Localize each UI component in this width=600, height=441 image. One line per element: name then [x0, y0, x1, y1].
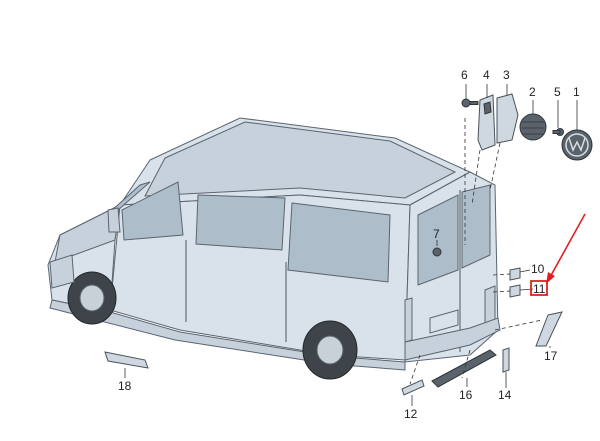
highlight-box	[530, 280, 548, 296]
part-7-screw	[432, 247, 442, 257]
van-illustration	[47, 117, 501, 380]
red-arrow	[546, 213, 586, 284]
part-11-pad	[509, 284, 521, 298]
callout-6: 6	[461, 68, 468, 82]
part-5-screw	[552, 128, 564, 136]
callout-17: 17	[544, 349, 558, 363]
part-1-emblem	[561, 129, 593, 161]
part-6-screw	[461, 98, 479, 108]
part-3-housing	[496, 93, 519, 144]
callout-12: 12	[404, 407, 418, 421]
callout-18: 18	[118, 379, 132, 393]
part-18-sill-plate	[104, 351, 149, 369]
callout-16: 16	[459, 388, 473, 402]
part-10-pad	[509, 267, 521, 281]
callout-4: 4	[483, 68, 490, 82]
part-17-trim-strip	[535, 311, 563, 347]
callout-3: 3	[503, 68, 510, 82]
callout-1: 1	[573, 85, 580, 99]
leader-lines	[124, 84, 578, 406]
part-4-bracket	[477, 94, 496, 151]
callout-14: 14	[498, 388, 512, 402]
part-12-pad	[401, 379, 425, 396]
part-16-bumper-strip	[431, 349, 497, 388]
callout-11: 11	[533, 282, 546, 296]
callout-7: 7	[433, 227, 440, 241]
part-2-carrier	[519, 113, 547, 141]
part-14-trim	[502, 347, 510, 373]
callout-2: 2	[529, 85, 536, 99]
callout-10: 10	[531, 262, 545, 276]
callout-5: 5	[554, 85, 561, 99]
